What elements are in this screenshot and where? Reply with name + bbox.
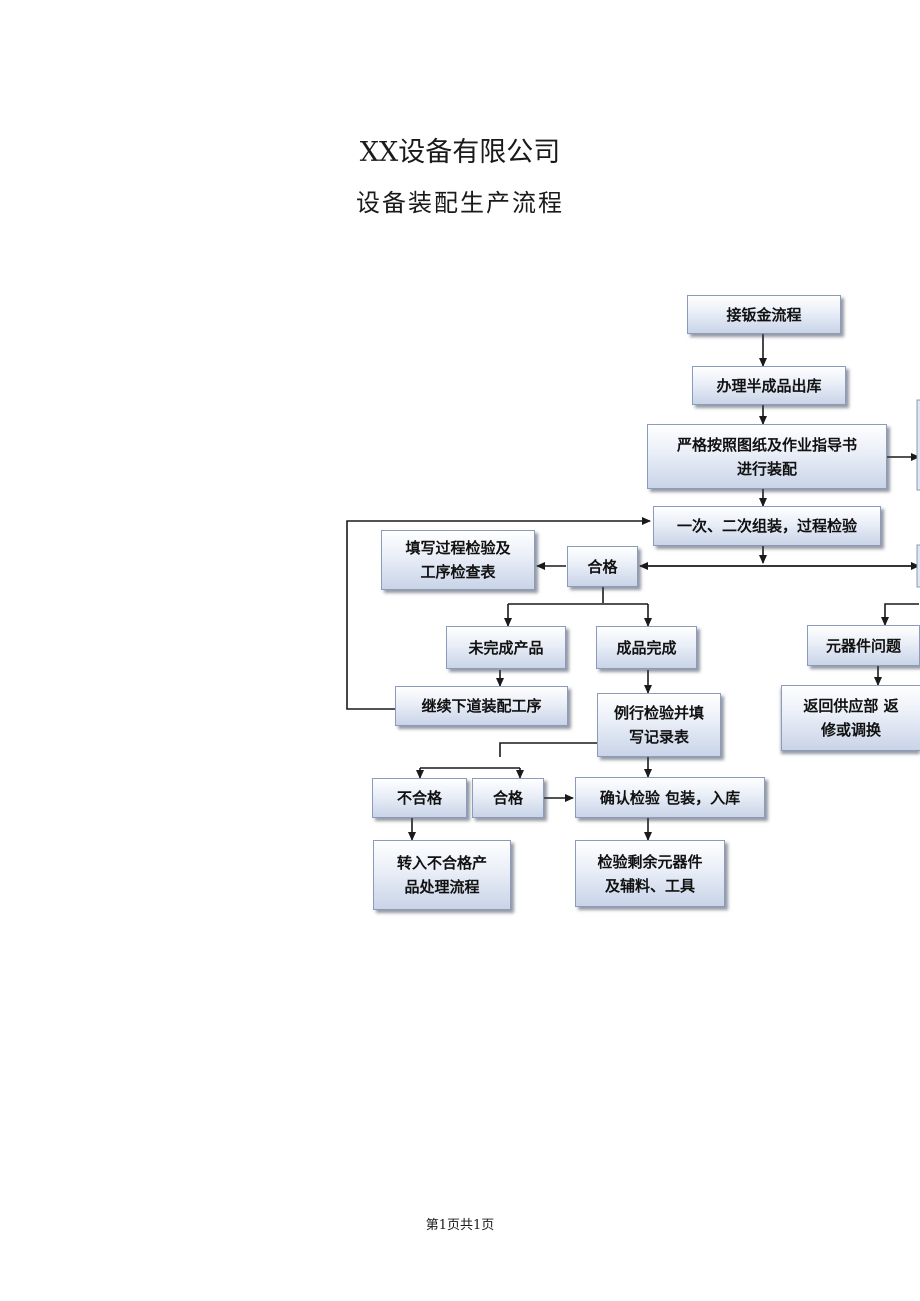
page-number: 第1页共1页 <box>425 1218 495 1233</box>
node-product-finished: 成品完成 <box>596 626 697 669</box>
node-to-nonconforming: 转入不合格产 品处理流程 <box>373 840 511 910</box>
node-receive-sheet-metal: 接钣金流程 <box>687 295 841 334</box>
arrow-continue-loop-back <box>346 517 651 710</box>
node-assemble-per-drawing: 严格按照图纸及作业指导书 进行装配 <box>647 424 887 489</box>
node-fill-process-form: 填写过程检验及 工序检查表 <box>381 530 535 590</box>
node-unqualified: 不合格 <box>372 778 467 818</box>
company-title: XX设备有限公司 <box>359 137 561 168</box>
process-title: 设备装配生产流程 <box>356 189 564 217</box>
node-qualified-1: 合格 <box>567 546 638 587</box>
node-routine-inspection: 例行检验并填 写记录表 <box>597 693 721 757</box>
node-return-supplier: 返回供应部 返 修或调换 <box>781 685 920 751</box>
offpage-box-mid <box>916 544 920 588</box>
node-component-issue: 元器件问题 <box>807 625 920 666</box>
arrow-to-component-issue <box>881 603 919 626</box>
node-primary-secondary-assembly: 一次、二次组装，过程检验 <box>653 506 881 546</box>
node-semi-finished-out: 办理半成品出库 <box>692 366 846 405</box>
node-check-remaining: 检验剩余元器件 及辅料、工具 <box>575 840 725 907</box>
node-qualified-2: 合格 <box>472 778 544 818</box>
node-unfinished-product: 未完成产品 <box>446 626 566 669</box>
node-confirm-package-store: 确认检验 包装，入库 <box>575 777 765 818</box>
line-routine-left <box>499 742 597 757</box>
node-continue-next-process: 继续下道装配工序 <box>395 686 568 726</box>
offpage-box-top <box>916 399 920 491</box>
